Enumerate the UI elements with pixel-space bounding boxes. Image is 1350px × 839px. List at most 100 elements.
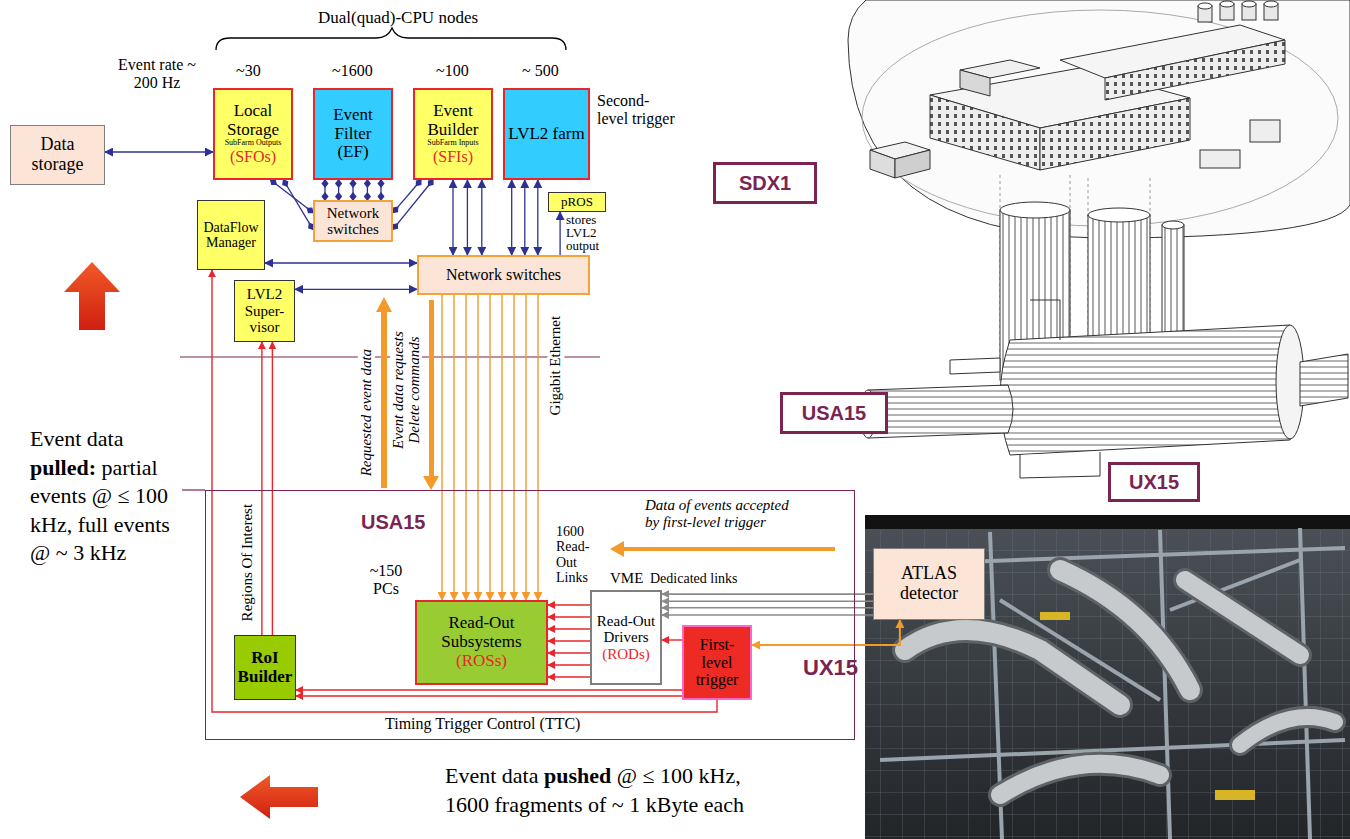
- detector-photo: [1000, 764, 1160, 795]
- farm-box: Local StorageSubFarm Outputs(SFOs): [213, 88, 293, 180]
- level-divider: [182, 489, 205, 490]
- node-label: (SFIs): [433, 148, 473, 166]
- readout-link: [548, 616, 590, 617]
- network-link: [511, 180, 512, 255]
- node-label: LVL2 Super-visor: [238, 286, 291, 336]
- detector-photo: [1040, 612, 1070, 620]
- detector-photo: [905, 630, 1120, 705]
- flow-label: Data of events accepted by first-level t…: [645, 497, 805, 532]
- dedicated-link: [662, 607, 873, 609]
- trigger-link: [752, 620, 900, 645]
- flow-label: Requested event data: [357, 340, 374, 485]
- node-label: Network switches: [318, 205, 388, 238]
- node-label: First-level trigger: [687, 636, 747, 689]
- buffer-box: pROS: [548, 192, 606, 212]
- farm-box: LVL2 farm: [503, 88, 590, 180]
- network-link: [295, 289, 417, 290]
- site-illustration: [1242, 1, 1256, 7]
- count-label: ~1600: [332, 62, 373, 80]
- location-tag: USA15: [780, 392, 888, 434]
- switch-box: Network switches: [313, 200, 393, 242]
- detector-photo: [865, 515, 1350, 839]
- location-tag: SDX1: [713, 162, 817, 204]
- site-illustration: [1200, 150, 1240, 168]
- detector-photo: [1185, 580, 1300, 655]
- network-link: [325, 180, 381, 200]
- roi-link: [296, 690, 682, 696]
- site-illustration: [862, 10, 1338, 226]
- site-illustration: [960, 70, 990, 96]
- network-link: [524, 180, 525, 255]
- push-note: Event data pushed @ ≤ 100 kHz, 1600 frag…: [445, 762, 775, 819]
- detector-photo: [1185, 580, 1300, 655]
- flow-arrow: [429, 300, 434, 476]
- count-label: ~100: [436, 62, 469, 80]
- detector-photo: [1300, 528, 1310, 839]
- flow-arrow: [376, 297, 392, 312]
- storage-box: Data storage: [10, 125, 105, 185]
- ethernet-link: [441, 295, 442, 600]
- readout-link: [548, 604, 590, 605]
- roi-link: [261, 342, 262, 635]
- readout-link: [548, 652, 590, 653]
- node-label: USA15: [802, 402, 866, 424]
- network-link: [265, 263, 417, 264]
- node-label: (SFOs): [230, 148, 276, 166]
- trigger-link: [662, 639, 682, 640]
- network-link: [271, 180, 313, 229]
- network-link: [393, 180, 421, 213]
- trigger-box: First-level trigger: [682, 625, 752, 700]
- detector-photo: [1160, 530, 1170, 839]
- site-illustration: [930, 95, 1040, 170]
- link-count: 1600 Read-Out Links: [556, 524, 604, 586]
- detector-photo: [905, 630, 1120, 705]
- roi-link: [272, 342, 273, 635]
- site-illustration: [848, 0, 1350, 238]
- edge-label: Timing Trigger Control (TTC): [385, 715, 580, 733]
- roi-link: [296, 689, 682, 690]
- node-label: RoI Builder: [238, 649, 293, 686]
- flow-arrow: [622, 547, 835, 551]
- count-label: ~150 PCs: [362, 562, 410, 599]
- site-illustration: [1088, 208, 1150, 222]
- site-illustration: [1030, 300, 1060, 340]
- network-link: [452, 180, 453, 255]
- network-link: [283, 180, 313, 229]
- group-title: Dual(quad)-CPU nodes: [318, 8, 478, 28]
- network-link: [367, 180, 368, 200]
- ethernet-link: [477, 295, 478, 600]
- readout-box: Read-Out Subsystems(ROSs): [415, 600, 548, 685]
- ethernet-link: [513, 295, 514, 600]
- data-link: [105, 151, 213, 153]
- network-link: [393, 180, 433, 229]
- detector-photo: [1060, 570, 1190, 690]
- ethernet-link: [525, 295, 526, 600]
- node-label: Local Storage: [218, 102, 288, 139]
- detector-photo: [1240, 717, 1335, 745]
- node-label: DataFlow Manager: [201, 220, 261, 251]
- ethernet-link: [537, 295, 538, 600]
- flow-label: Regions Of Interest: [238, 495, 255, 630]
- network-link: [453, 180, 482, 255]
- detector-photo: [1240, 717, 1335, 745]
- node-label: Event Filter: [318, 106, 388, 143]
- network-link: [352, 180, 353, 200]
- ethernet-link: [489, 295, 490, 600]
- site-illustration: [950, 358, 1000, 374]
- node-label: Read-Out Drivers: [595, 613, 657, 646]
- roi-link: [296, 695, 682, 696]
- network-link: [467, 180, 468, 255]
- node-label: SDX1: [739, 172, 791, 194]
- ethernet-link: [501, 295, 502, 600]
- site-illustration: [1220, 1, 1234, 7]
- readout-link: [548, 664, 590, 665]
- network-link: [338, 180, 339, 200]
- cpu-bracket: [216, 28, 566, 50]
- direction-arrow: [64, 262, 120, 330]
- trigger-link: [752, 620, 900, 645]
- cpu-bracket: [216, 28, 566, 50]
- manager-box: DataFlow Manager: [197, 200, 265, 270]
- side-note: stores LVL2 output: [566, 213, 616, 252]
